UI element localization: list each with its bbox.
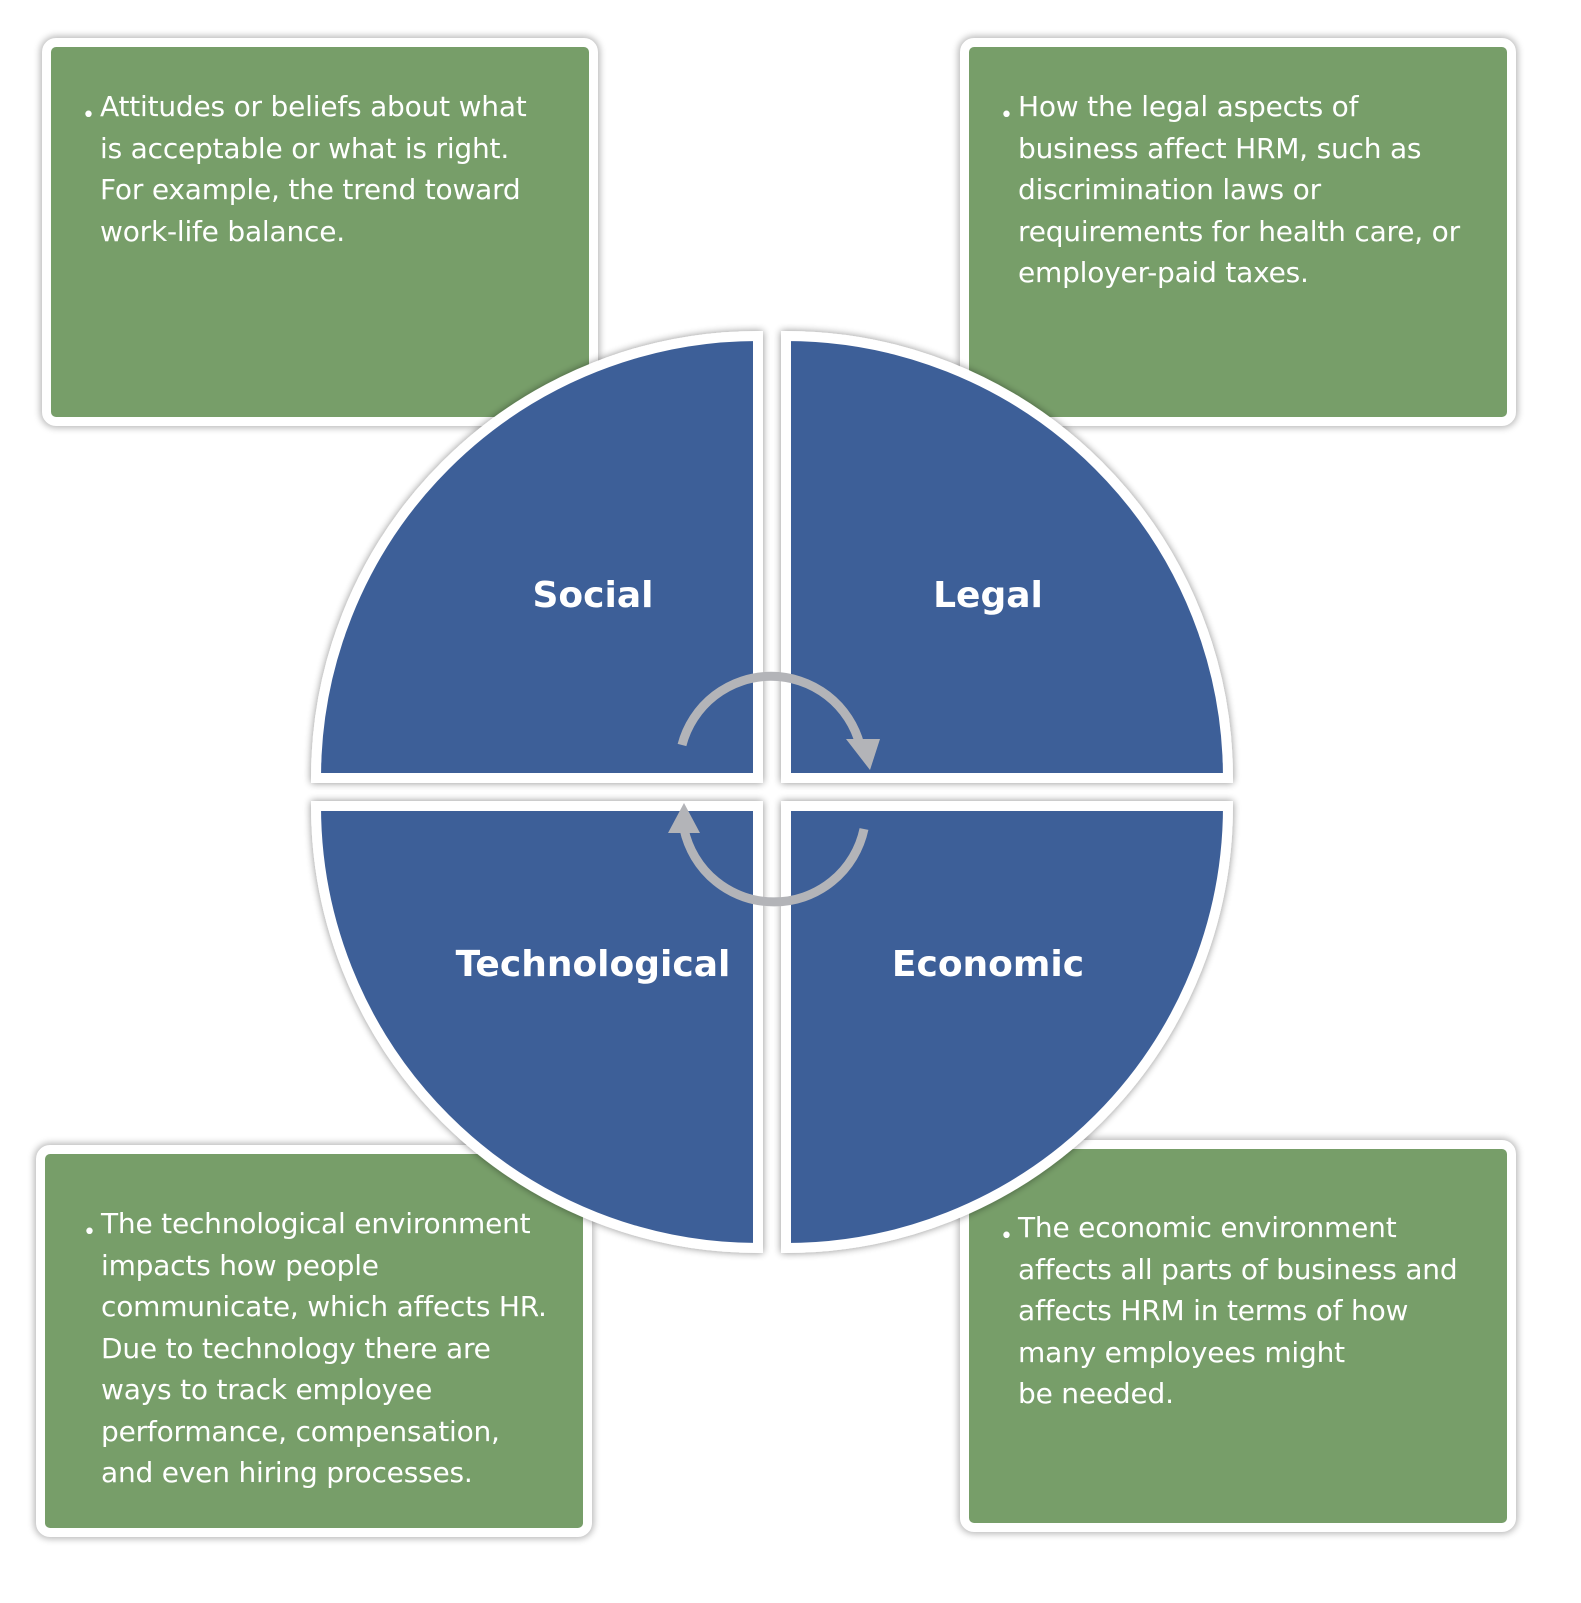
technological-description-text: The technological environment impacts ho…: [101, 1207, 547, 1489]
legal-quadrant: [781, 330, 1234, 783]
technological-description-box: • The technological environment impacts …: [36, 1145, 592, 1537]
bullet-icon: •: [82, 103, 95, 128]
legal-description-text: How the legal aspects of business affect…: [1018, 90, 1460, 289]
technological-label: Technological: [456, 944, 731, 985]
bullet-icon: •: [83, 1220, 96, 1245]
technological-quadrant: [310, 801, 763, 1254]
social-quadrant: [310, 330, 763, 783]
arrowhead-down-icon: [846, 739, 880, 770]
economic-description-box: • The economic environment affects all p…: [960, 1140, 1516, 1532]
economic-description-text: The economic environment affects all par…: [1018, 1211, 1458, 1410]
cycle-arrow-bottom-icon: [679, 828, 869, 907]
quadrants: [310, 330, 1234, 1254]
social-description-text: Attitudes or beliefs about what is accep…: [100, 90, 527, 248]
legal-description-box: • How the legal aspects of business affe…: [960, 38, 1516, 426]
bullet-icon: •: [1000, 103, 1013, 128]
arrowhead-up-icon: [668, 803, 700, 833]
social-label: Social: [533, 575, 654, 616]
economic-label: Economic: [892, 944, 1084, 985]
cycle-arrows: [668, 671, 880, 907]
economic-quadrant: [781, 801, 1234, 1254]
social-description-box: • Attitudes or beliefs about what is acc…: [42, 38, 598, 426]
bullet-icon: •: [1000, 1224, 1013, 1249]
cycle-arrow-top-icon: [677, 671, 865, 747]
legal-label: Legal: [933, 575, 1043, 616]
